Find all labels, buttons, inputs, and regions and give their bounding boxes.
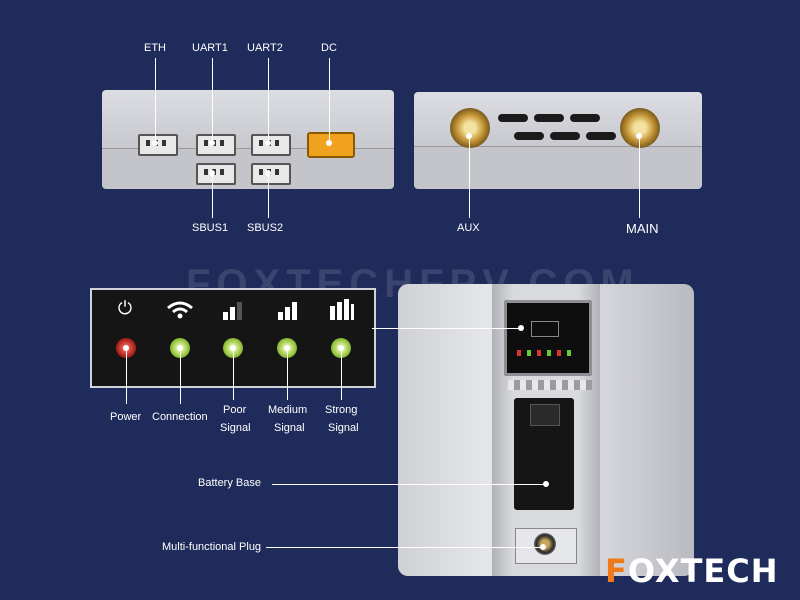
eth-label: ETH [144,42,166,54]
brand-logo-rest: OXTECH [627,552,779,590]
battery-latch [530,404,560,426]
uart1-port [196,134,236,156]
sbus2-port [251,163,291,185]
main-label: MAIN [626,221,659,236]
power-icon: ⏻ [117,298,133,318]
uart1-leader-dot [209,140,215,146]
led-panel-leader-line [372,328,522,329]
connection-leader-line [180,348,181,404]
multi-plug-leader-dot [540,544,546,550]
poor-label-2: Signal [220,422,251,434]
poor-label: Poor [223,404,247,416]
sbus2-label: SBUS2 [247,222,284,234]
vent-slot [498,114,528,122]
brand-logo: FOXTECH [605,552,779,590]
uart2-port [251,134,291,156]
dc-port [307,132,355,158]
main-leader-line [639,136,640,218]
main-antenna-connector [620,108,660,148]
vent-slot [550,132,580,140]
eth-leader-dot [152,140,158,146]
medium-label: Medium [268,404,308,416]
sbus1-label: SBUS1 [192,222,229,234]
uart1-leader-line [212,58,213,142]
multi-plug-leader-line [266,547,542,548]
battery-base-label: Battery Base [198,477,261,489]
uart2-leader-line [268,58,269,142]
vent-slot [586,132,616,140]
brand-logo-initial: F [605,552,628,590]
dc-leader-dot [326,140,332,146]
battery-base-leader-dot [543,481,549,487]
aux-label: AUX [457,222,480,234]
power-leader-line [126,348,127,404]
connection-label: Connection [152,411,208,423]
multi-plug-label: Multi-functional Plug [162,541,262,553]
uart2-label: UART2 [247,42,283,54]
uart1-label: UART1 [192,42,228,54]
eth-leader-line [155,58,156,142]
power-label: Power [110,411,142,423]
eth-port [138,134,178,156]
sbus1-port [196,163,236,185]
sbus1-leader-line [212,172,213,218]
signal-strong-icon [330,299,354,320]
sbus2-leader-dot [265,170,271,176]
uart2-leader-dot [265,140,271,146]
signal-poor-icon [223,302,242,320]
battery-base-leader-line [272,484,546,485]
sbus2-leader-line [268,172,269,218]
vent-slot [534,114,564,122]
medium-label-2: Signal [274,422,305,434]
medium-leader-line [287,348,288,400]
display-led-row [517,350,571,356]
connector-pins-row [508,380,592,390]
signal-medium-icon [278,302,297,320]
led-panel-leader-dot [518,325,524,331]
poor-leader-line [233,348,234,400]
aux-leader-line [469,136,470,218]
antenna-panel-bottom [414,146,702,189]
vent-slot [514,132,544,140]
strong-leader-line [341,348,342,400]
wifi-icon [167,301,193,319]
display-window [531,321,559,337]
dc-label: DC [321,42,337,54]
status-display [504,300,592,376]
aux-antenna-connector [450,108,490,148]
sbus1-leader-dot [209,170,215,176]
strong-label: Strong [325,404,358,416]
strong-label-2: Signal [328,422,359,434]
dc-leader-line [329,58,330,142]
vent-slot [570,114,600,122]
